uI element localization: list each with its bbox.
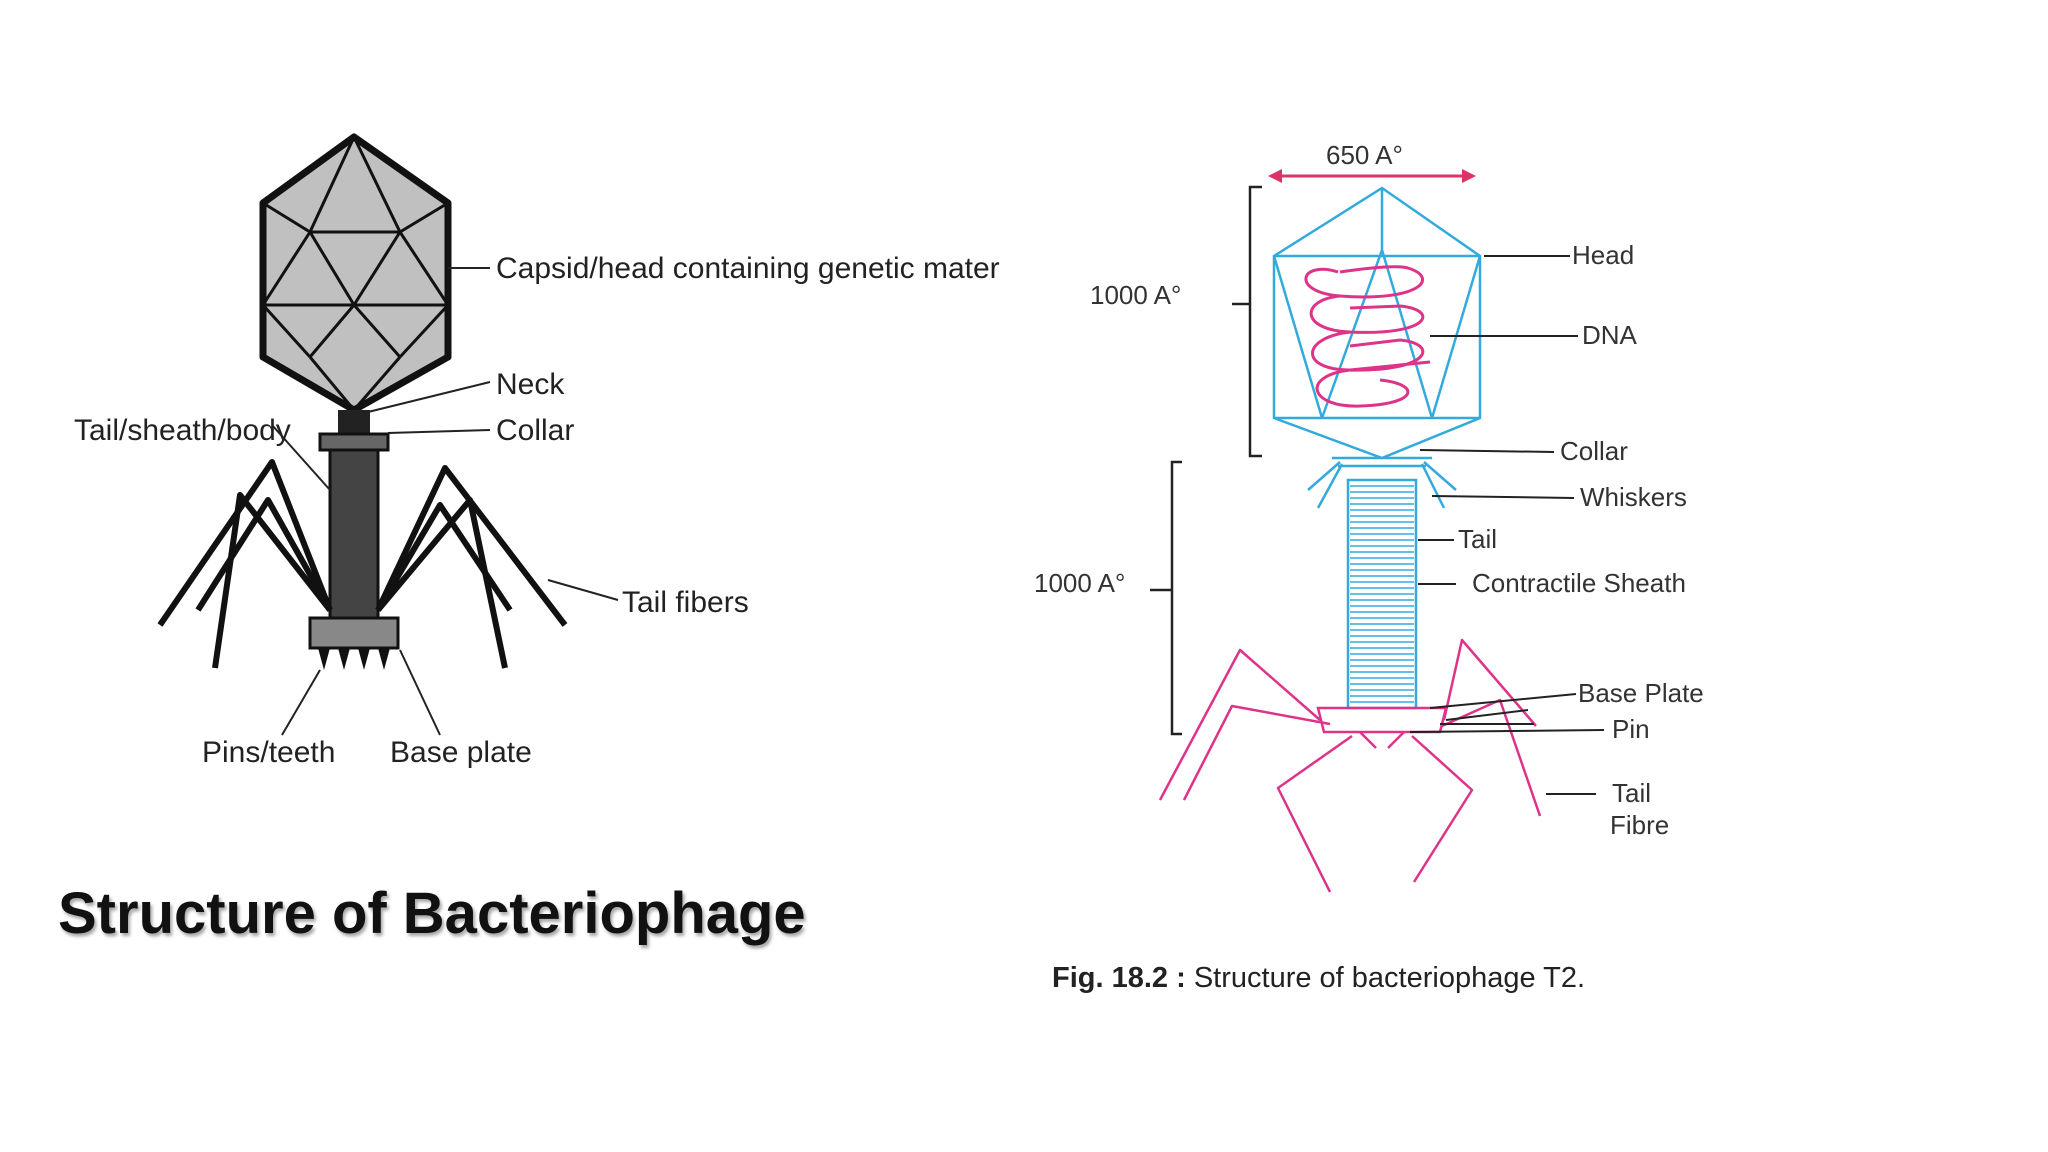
label-pin: Pin — [1612, 714, 1650, 744]
label-base-plate: Base plate — [390, 736, 532, 769]
label-tail-fibre-1: Tail — [1612, 778, 1651, 808]
label-pins: Pins/teeth — [202, 736, 335, 769]
label-tail-fibers: Tail fibers — [622, 586, 749, 619]
label-capsid: Capsid/head containing genetic material — [496, 252, 1000, 285]
sheath-rings — [1350, 485, 1414, 703]
label-contractile-sheath: Contractile Sheath — [1472, 568, 1686, 598]
dim-head-width: 650 A° — [1326, 140, 1403, 170]
pins — [318, 648, 390, 670]
tail-sheath — [328, 448, 380, 620]
label-dna: DNA — [1582, 320, 1638, 350]
label-tail-fibre-2: Fibre — [1610, 810, 1669, 840]
left-phage-diagram: Capsid/head containing genetic material … — [74, 133, 1000, 769]
t2-collar — [1332, 456, 1432, 468]
right-phage-t2-diagram: 650 A° 1000 A° 1000 A° — [1034, 140, 1704, 893]
t2-head — [1272, 186, 1482, 460]
base-plate — [308, 616, 400, 650]
caption-prefix: Fig. 18.2 : — [1052, 962, 1186, 994]
dim-tail-length: 1000 A° — [1034, 568, 1125, 598]
label-tail-t2: Tail — [1458, 524, 1497, 554]
label-whiskers: Whiskers — [1580, 482, 1687, 512]
label-neck: Neck — [496, 368, 565, 401]
label-tail-sheath: Tail/sheath/body — [74, 414, 291, 447]
capsid-head — [259, 133, 452, 414]
label-base-plate-t2: Base Plate — [1578, 678, 1704, 708]
label-head: Head — [1572, 240, 1634, 270]
head-width-arrow — [1268, 169, 1476, 183]
label-collar-t2: Collar — [1560, 436, 1628, 466]
dim-head-length: 1000 A° — [1090, 280, 1181, 310]
caption-text: Structure of bacteriophage T2. — [1185, 962, 1586, 994]
t2-base-plate — [1316, 706, 1448, 749]
dna-coil — [1304, 265, 1431, 408]
label-collar: Collar — [496, 414, 574, 447]
tail-fibers — [157, 459, 568, 669]
whiskers — [1307, 461, 1457, 509]
figure-caption: Fig. 18.2 : Structure of bacteriophage T… — [1052, 962, 1585, 995]
neck — [338, 410, 370, 434]
collar — [318, 432, 390, 452]
slide-title: Structure of Bacteriophage — [58, 881, 806, 946]
